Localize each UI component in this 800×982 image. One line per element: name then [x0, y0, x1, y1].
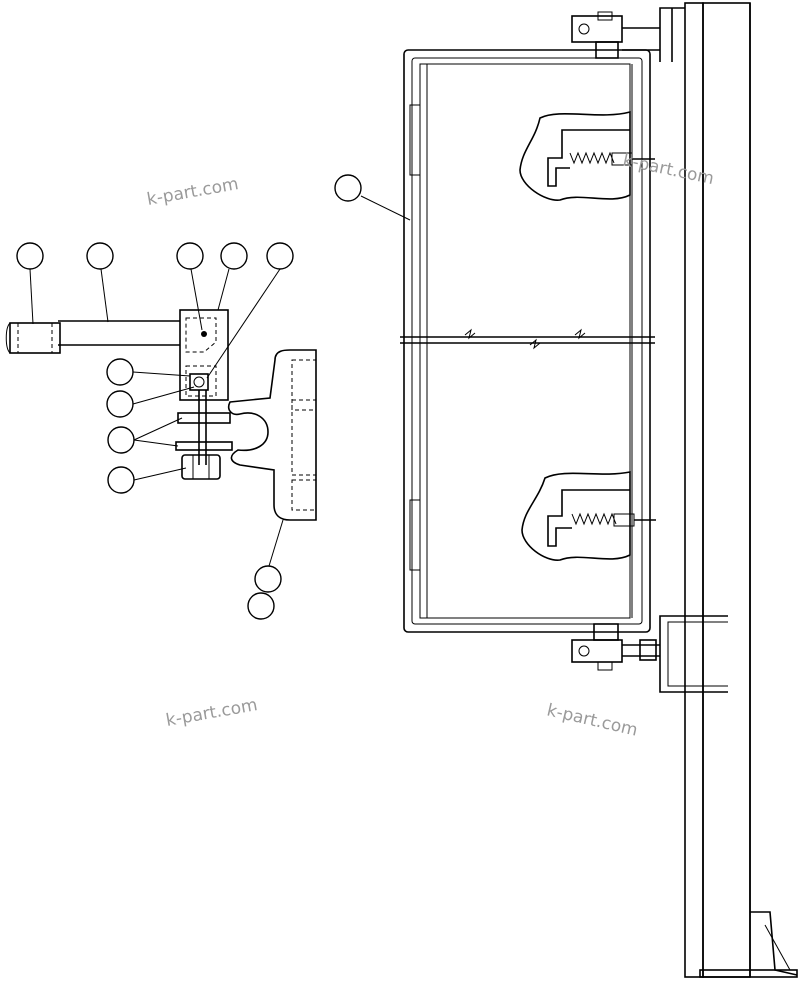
lower-spring-cutaway: [521, 471, 656, 561]
callout-balloon: [106, 390, 134, 418]
top-hinge: [571, 11, 660, 59]
watermark-text: k-part.com: [164, 695, 259, 731]
callout-balloon: [266, 242, 294, 270]
callout-balloon: [107, 466, 135, 494]
watermark-text: k-part.com: [145, 174, 240, 210]
callout-balloon: [334, 174, 362, 202]
callout-balloons: [16, 174, 362, 620]
callout-balloon: [220, 242, 248, 270]
watermark-text: k-part.com: [545, 700, 640, 740]
arm-assembly: [5, 309, 317, 521]
bottom-hinge: [571, 615, 728, 693]
callout-balloon: [106, 358, 134, 386]
callout-balloon: [176, 242, 204, 270]
leader-lines: [29, 195, 411, 567]
callout-balloon: [86, 242, 114, 270]
callout-balloon: [107, 426, 135, 454]
watermark-text: k-part.com: [621, 150, 716, 189]
callout-balloon: [247, 592, 275, 620]
callout-balloon: [254, 565, 282, 593]
callout-balloon: [16, 242, 44, 270]
vertical-post: [659, 2, 798, 978]
upper-spring-cutaway: [519, 110, 655, 201]
mirror-frame: [400, 49, 655, 633]
